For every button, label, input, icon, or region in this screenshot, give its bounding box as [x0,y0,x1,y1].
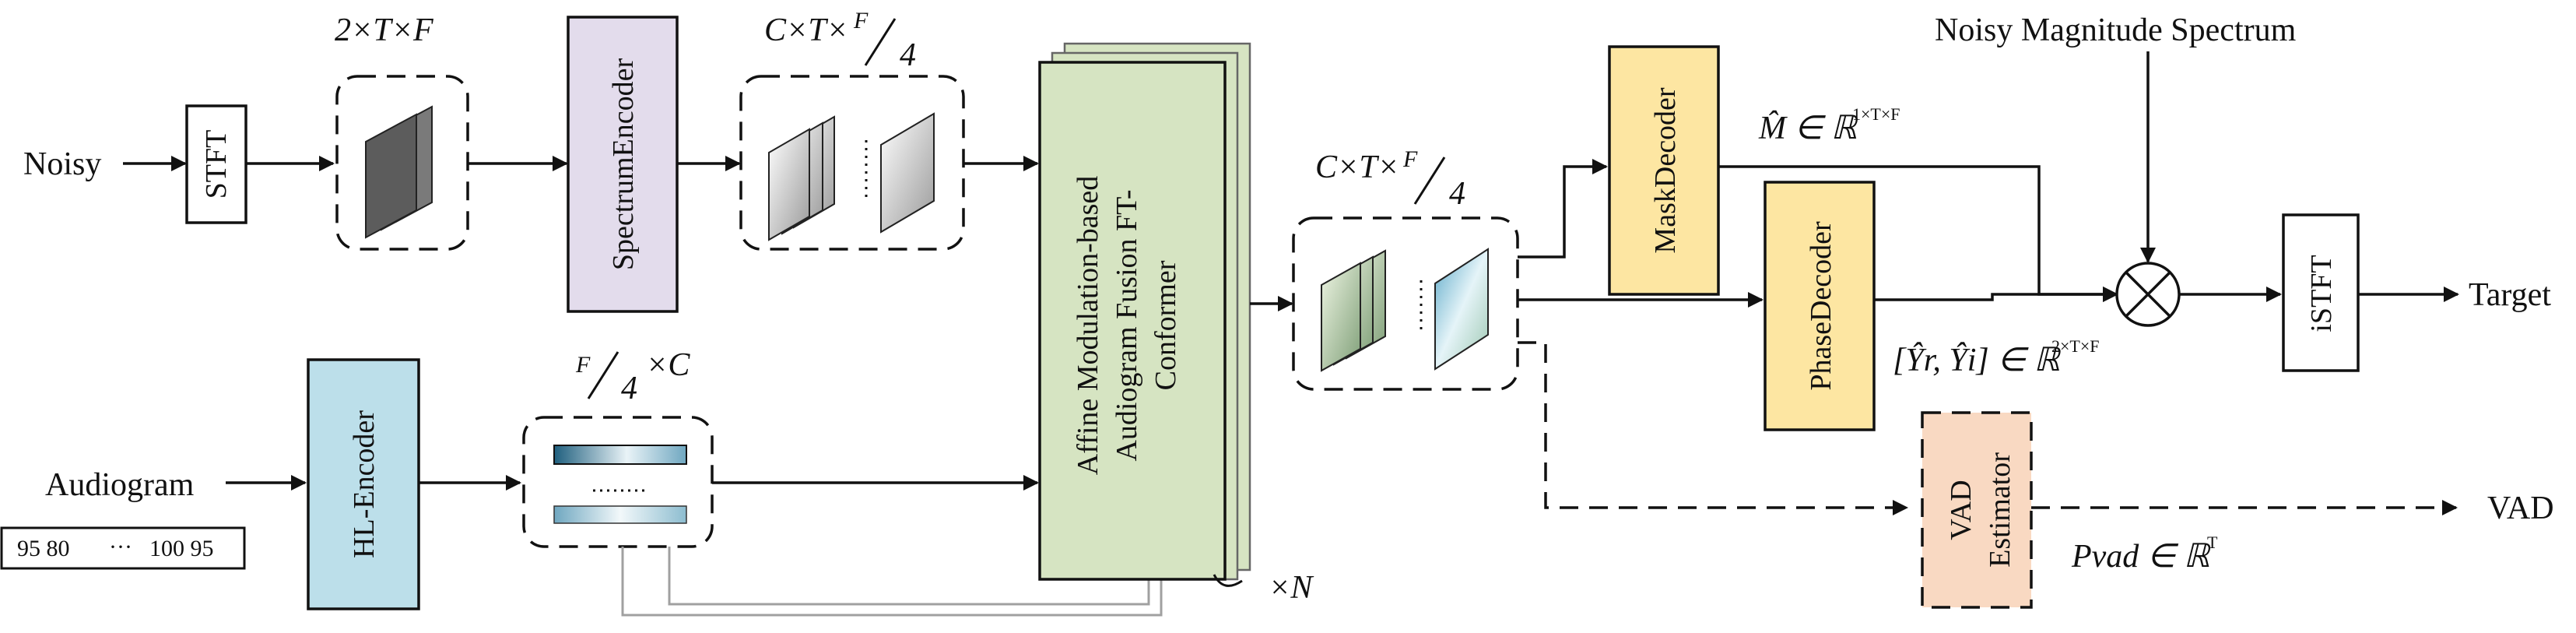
audiogram-values-left: 95 80 [17,536,70,561]
fusion-conformer-box [1038,61,1227,581]
repeat-brace [1213,574,1243,587]
svg-text:4: 4 [621,371,637,406]
istft-block: iSTFT [2282,213,2360,372]
fusion-conformer-label-line2: Audiogram Fusion FT- [1111,189,1143,461]
svg-text:F: F [575,352,591,378]
svg-text:1×T×F: 1×T×F [1852,104,1900,124]
hl-embedding-tensor [522,416,714,548]
audiogram-values-right: 100 95 [149,536,214,561]
noisy-magnitude-label: Noisy Magnitude Spectrum [1935,12,2297,48]
svg-text:4: 4 [900,37,916,73]
conformer-output-shape-label: C×T× F 4 [1315,146,1465,212]
conformer-feature-tensor [1292,216,1519,391]
svg-text:F: F [853,8,869,33]
svg-text:T: T [2207,533,2218,552]
audiogram-values-box: 95 80 ··· 100 95 [0,526,246,570]
features-to-vad-arrow [1518,341,1908,515]
mask-decoder-box [1608,45,1720,296]
encoder-output-shape-label: C×T× F 4 [764,8,916,73]
repeat-n-label: ×N [1269,570,1314,606]
svg-text:F: F [1402,146,1418,172]
stft-output-shape-label: 2×T×F [335,12,433,48]
phase-to-multiply-arrow [1874,287,2118,302]
spectrum-encoder-label: SpectrumEncoder [607,58,640,271]
fusion-conformer-label-line3: Conformer [1149,260,1182,390]
mask-estimate-label: M̂ ∈ ℝ 1×T×F [1758,104,1900,146]
phase-decoder-box [1764,181,1876,431]
audiogram-values-dots: ··· [109,534,132,560]
phase-estimate-label: [Ŷr, Ŷi] ∈ ℝ 2×T×F [1893,336,2100,378]
vad-estimator-box [1921,411,2033,609]
svg-text:×C: ×C [646,347,690,383]
target-output-label: Target [2469,277,2551,313]
mask-decoder-block: MaskDecoder [1608,45,1720,296]
svg-text:[Ŷr, Ŷi] ∈ ℝ: [Ŷr, Ŷi] ∈ ℝ [1893,342,2061,378]
fusion-conformer-stack: Affine Modulation-based Audiogram Fusion… [1038,42,1314,606]
hl-encoder-box [307,358,420,610]
svg-text:C×T×: C×T× [764,12,848,48]
audiogram-input-label: Audiogram [45,467,195,503]
features-to-mask-arrow [1518,159,1608,258]
fusion-conformer-label-line1: Affine Modulation-based [1072,176,1104,476]
encoder-feature-tensor [739,75,965,251]
vad-estimator-label-line2: Estimator [1984,452,2016,568]
vad-output-label: VAD [2487,491,2554,526]
svg-text:4: 4 [1449,176,1465,212]
mask-decoder-label: MaskDecoder [1649,87,1682,253]
vad-estimator-block: VAD Estimator [1921,411,2033,609]
hl-encoder-label: HL-Encoder [348,410,381,558]
stft-label: STFT [200,130,233,199]
svg-text:C×T×: C×T× [1315,149,1399,185]
vad-estimator-label-line1: VAD [1945,480,1978,540]
hl-encoder-block: HL-Encoder [307,358,420,610]
istft-label: iSTFT [2305,255,2338,332]
spectrum-encoder-block: SpectrumEncoder [567,16,679,313]
phase-decoder-label: PhaseDecoder [1805,221,1837,391]
noisy-input-label: Noisy [23,146,101,182]
audiogram-feedback-path [621,547,1169,617]
hl-embedding-shape-label: F 4 ×C [575,347,690,406]
svg-text:Pvad ∈ ℝ: Pvad ∈ ℝ [2071,539,2211,575]
svg-text:2×T×F: 2×T×F [2051,336,2100,356]
vad-probability-label: Pvad ∈ ℝ T [2071,533,2218,575]
stft-spectrum-tensor [335,75,469,251]
stft-block: STFT [185,104,247,224]
multiply-node [2115,262,2181,327]
phase-decoder-block: PhaseDecoder [1764,181,1876,431]
svg-text:M̂ ∈ ℝ: M̂ ∈ ℝ [1758,110,1858,146]
